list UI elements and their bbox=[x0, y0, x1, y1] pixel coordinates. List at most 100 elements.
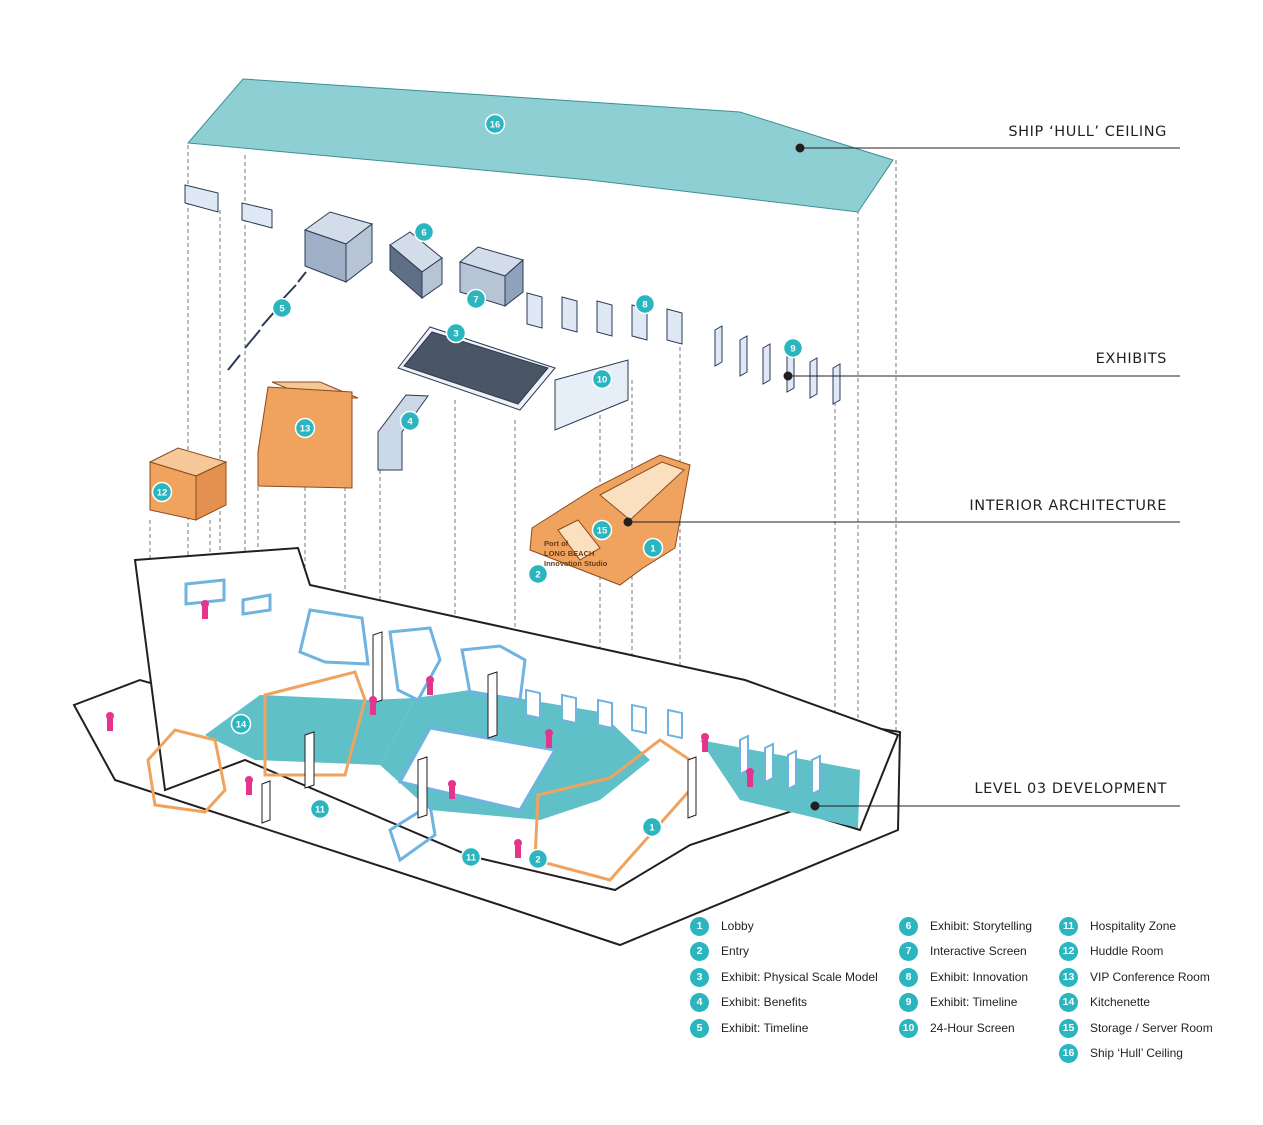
hull-ceiling bbox=[186, 78, 894, 213]
legend-item: 8 Exhibit: Innovation bbox=[899, 967, 1028, 987]
diagram-marker-15: 15 bbox=[591, 519, 613, 541]
legend-number: 10 bbox=[899, 1018, 918, 1038]
legend-number: 4 bbox=[690, 992, 709, 1012]
legend-item: 15 Storage / Server Room bbox=[1059, 1018, 1213, 1038]
diagram-marker-11: 11 bbox=[460, 846, 482, 868]
legend-label: Exhibit: Innovation bbox=[930, 970, 1029, 984]
layer-label-hull: SHIP ‘HULL’ CEILING bbox=[1008, 124, 1167, 140]
legend-item: 12 Huddle Room bbox=[1059, 941, 1163, 961]
legend-item: 1 Lobby bbox=[690, 916, 754, 936]
legend-item: 10 24-Hour Screen bbox=[899, 1018, 1015, 1038]
legend-item: 13 VIP Conference Room bbox=[1059, 967, 1210, 987]
legend-item: 5 Exhibit: Timeline bbox=[690, 1018, 808, 1038]
diagram-marker-14: 14 bbox=[230, 713, 252, 735]
diagram-marker-13: 13 bbox=[294, 417, 316, 439]
wall-sign-line-3: Innovation Studio bbox=[544, 559, 608, 568]
legend-number: 9 bbox=[899, 992, 918, 1012]
layer-label-exhibits: EXHIBITS bbox=[1095, 351, 1167, 367]
legend-label: Entry bbox=[721, 944, 750, 958]
diagram-marker-label: 4 bbox=[407, 417, 413, 428]
legend-number: 8 bbox=[899, 967, 918, 987]
wall-sign-line-1: Port of bbox=[544, 539, 569, 548]
diagram-marker-16: 16 bbox=[484, 113, 506, 135]
legend-number: 16 bbox=[1059, 1043, 1078, 1063]
diagram-marker-1: 1 bbox=[642, 537, 664, 559]
diagram-marker-label: 16 bbox=[490, 120, 501, 131]
legend-item: 7 Interactive Screen bbox=[899, 941, 1027, 961]
legend-label: Storage / Server Room bbox=[1090, 1021, 1213, 1035]
legend-number: 14 bbox=[1059, 992, 1078, 1012]
diagram-marker-11: 11 bbox=[309, 798, 331, 820]
diagram-marker-label: 7 bbox=[473, 295, 478, 306]
legend-number: 2 bbox=[690, 941, 709, 961]
legend-label: Exhibit: Storytelling bbox=[930, 919, 1033, 933]
legend-number: 6 bbox=[899, 916, 918, 936]
diagram-marker-label: 2 bbox=[535, 855, 540, 866]
timeline-exhibit-5 bbox=[227, 271, 307, 371]
legend-item: 14 Kitchenette bbox=[1059, 992, 1150, 1012]
legend-number: 15 bbox=[1059, 1018, 1078, 1038]
wall-sign-line-2: LONG BEACH bbox=[544, 549, 594, 558]
legend-item: 4 Exhibit: Benefits bbox=[690, 992, 807, 1012]
legend-label: Exhibit: Timeline bbox=[721, 1021, 809, 1035]
legend-label: 24-Hour Screen bbox=[930, 1021, 1015, 1035]
diagram-marker-label: 12 bbox=[157, 488, 168, 499]
diagram-marker-3: 3 bbox=[445, 322, 467, 344]
legend: 1 Lobby 2 Entry 3 Exhibit: Physical Scale M… bbox=[690, 916, 1250, 1066]
legend-number: 3 bbox=[690, 967, 709, 987]
people bbox=[106, 600, 754, 858]
legend-label: Kitchenette bbox=[1090, 995, 1151, 1009]
diagram-marker-1: 1 bbox=[641, 816, 663, 838]
legend-label: Interactive Screen bbox=[930, 944, 1027, 958]
diagram-marker-12: 12 bbox=[151, 481, 173, 503]
legend-label: Exhibit: Physical Scale Model bbox=[721, 970, 878, 984]
diagram-marker-label: 3 bbox=[453, 329, 458, 340]
layer-label-interior: INTERIOR ARCHITECTURE bbox=[969, 498, 1167, 514]
diagram-marker-label: 6 bbox=[421, 228, 426, 239]
diagram-marker-9: 9 bbox=[782, 337, 804, 359]
leader-lines bbox=[623, 143, 1180, 811]
legend-number: 7 bbox=[899, 941, 918, 961]
legend-number: 12 bbox=[1059, 941, 1078, 961]
exhibits-layer bbox=[184, 184, 841, 471]
diagram-marker-8: 8 bbox=[634, 293, 656, 315]
legend-label: Exhibit: Benefits bbox=[721, 995, 808, 1009]
legend-label: Ship ‘Hull’ Ceiling bbox=[1090, 1046, 1183, 1060]
legend-number: 1 bbox=[690, 916, 709, 936]
diagram-marker-label: 15 bbox=[597, 526, 608, 537]
diagram-marker-7: 7 bbox=[465, 288, 487, 310]
legend-label: Huddle Room bbox=[1090, 944, 1164, 958]
diagram-marker-label: 11 bbox=[315, 805, 326, 816]
legend-item: 3 Exhibit: Physical Scale Model bbox=[690, 967, 878, 987]
diagram-marker-label: 13 bbox=[300, 424, 311, 435]
diagram-marker-2: 2 bbox=[527, 563, 549, 585]
legend-number: 13 bbox=[1059, 967, 1078, 987]
legend-item: 16 Ship ‘Hull’ Ceiling bbox=[1059, 1043, 1183, 1063]
diagram-marker-6: 6 bbox=[413, 221, 435, 243]
legend-label: Hospitality Zone bbox=[1090, 919, 1177, 933]
diagram-marker-label: 10 bbox=[597, 375, 608, 386]
diagram-marker-4: 4 bbox=[399, 410, 421, 432]
legend-number: 11 bbox=[1059, 916, 1078, 936]
legend-item: 2 Entry bbox=[690, 941, 749, 961]
legend-item: 11 Hospitality Zone bbox=[1059, 916, 1176, 936]
diagram-marker-2: 2 bbox=[527, 848, 549, 870]
diagram-marker-label: 2 bbox=[535, 570, 540, 581]
legend-item: 9 Exhibit: Timeline bbox=[899, 992, 1017, 1012]
legend-number: 5 bbox=[690, 1018, 709, 1038]
diagram-marker-label: 9 bbox=[790, 344, 795, 355]
diagram-marker-10: 10 bbox=[591, 368, 613, 390]
legend-label: Exhibit: Timeline bbox=[930, 995, 1018, 1009]
level-03-floor bbox=[72, 546, 902, 947]
diagram-marker-label: 11 bbox=[466, 853, 477, 864]
diagram-marker-label: 1 bbox=[649, 823, 655, 834]
diagram-marker-label: 5 bbox=[279, 304, 285, 315]
layer-label-level: LEVEL 03 DEVELOPMENT bbox=[974, 781, 1167, 797]
diagram-marker-label: 8 bbox=[642, 300, 647, 311]
legend-label: Lobby bbox=[721, 919, 754, 933]
wall-sign: Port of LONG BEACH Innovation Studio bbox=[544, 539, 608, 568]
legend-label: VIP Conference Room bbox=[1090, 970, 1210, 984]
diagram-marker-5: 5 bbox=[271, 297, 293, 319]
